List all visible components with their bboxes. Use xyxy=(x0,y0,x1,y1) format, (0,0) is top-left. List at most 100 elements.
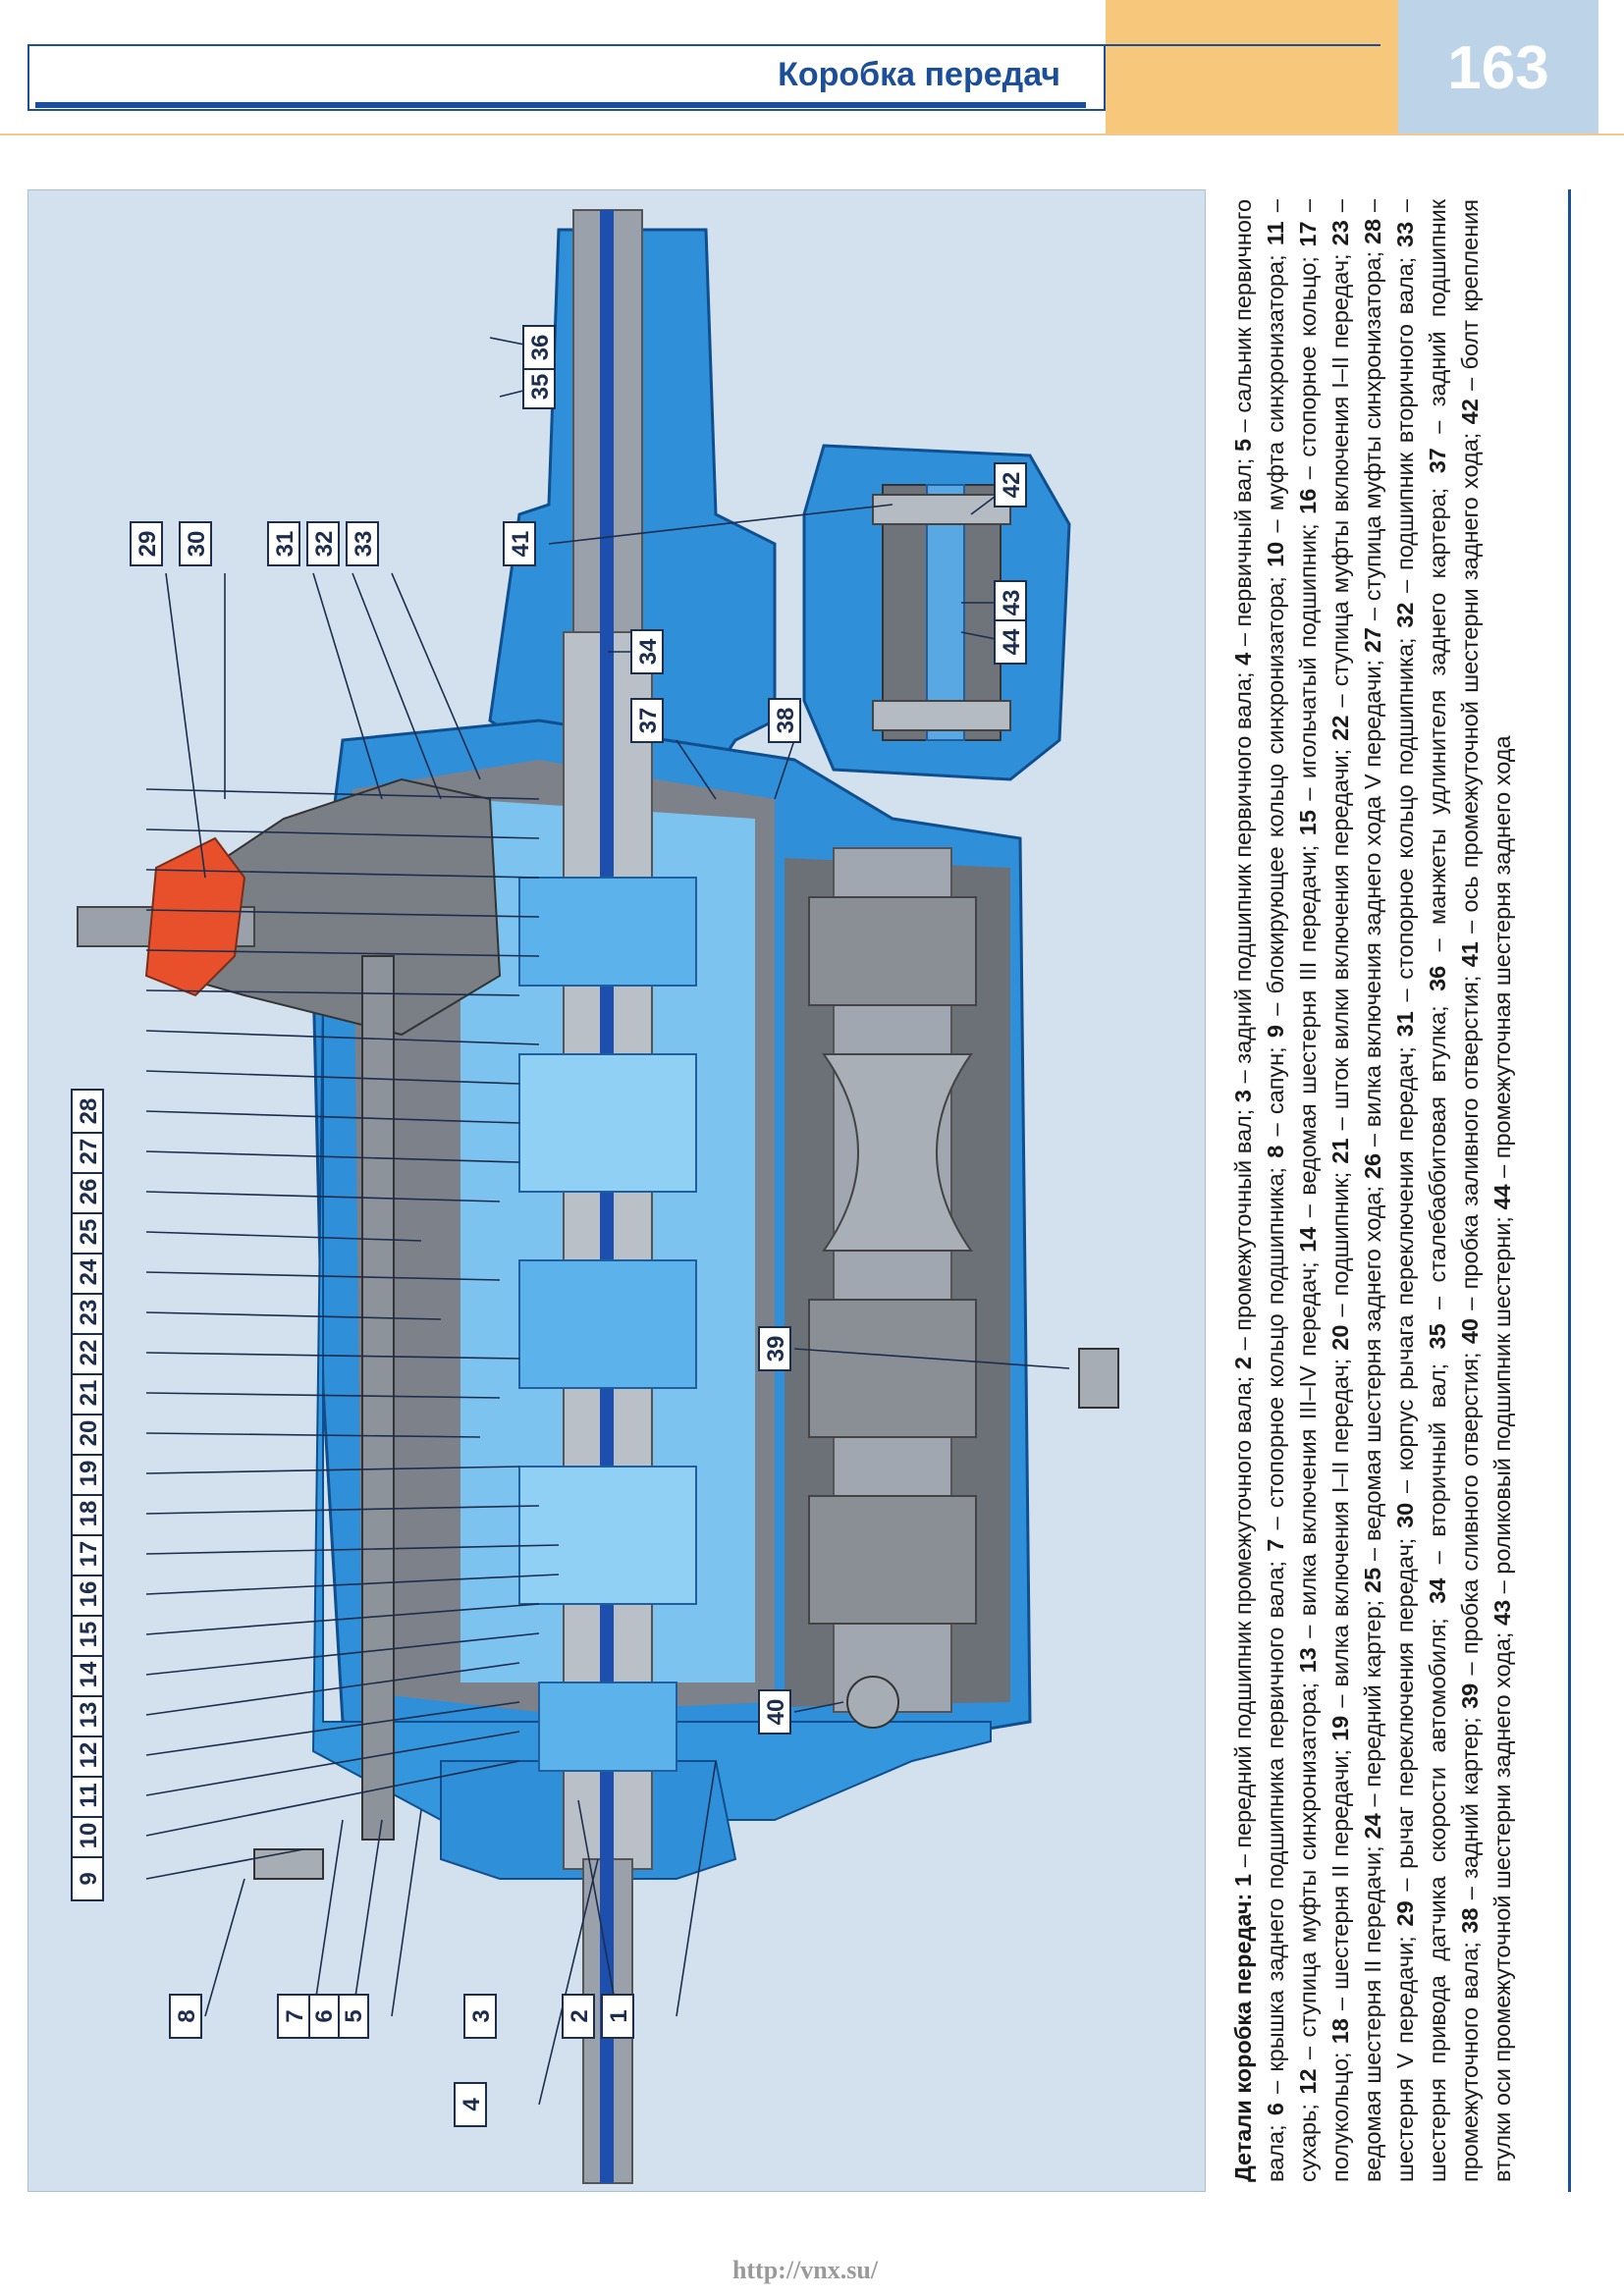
caption-part-38: 38 – задний картер; xyxy=(1457,1717,1483,1934)
callout-box xyxy=(601,1994,634,2039)
callout-number: 3 xyxy=(468,2009,495,2022)
caption-part-30: 30 – корпус рычага переключения передач; xyxy=(1392,1046,1418,1528)
callout-37: 37 xyxy=(630,698,664,743)
callout-38: 38 xyxy=(768,698,801,743)
callout-number: 14 xyxy=(76,1661,102,1687)
callout-number: 15 xyxy=(76,1622,102,1648)
caption-part-29: 29 – рычаг переключения передач; xyxy=(1392,1537,1418,1927)
callout-number: 40 xyxy=(763,1699,789,1726)
caption-part-text: ведомая шестерня заднего хода xyxy=(1360,1192,1385,1542)
callout-35: 35 xyxy=(522,364,556,409)
caption-part-text: задний картер xyxy=(1457,1723,1483,1879)
caption-part-number: 32 xyxy=(1392,602,1418,628)
callout-number: 19 xyxy=(76,1461,102,1487)
caption-part-text: ведомая шестерня III передачи xyxy=(1295,851,1321,1196)
caption-part-number: 3 xyxy=(1230,1090,1256,1103)
caption-part-number: 1 xyxy=(1230,1873,1256,1887)
caption-part-text: игольчатый подшипник xyxy=(1295,529,1321,779)
caption-part-text: блокирующее кольцо синхронизатора xyxy=(1263,582,1288,994)
callout-8: 8 xyxy=(169,1994,202,2039)
caption-part-27: 27 – ступица муфты синхронизатора; xyxy=(1360,250,1385,654)
main-shaft xyxy=(518,209,697,2184)
callout-number: 5 xyxy=(341,2009,367,2022)
caption-part-16: 16 – стопорное кольцо; xyxy=(1295,256,1321,514)
caption-part-34: 34 – вторичный вал; xyxy=(1425,1362,1450,1604)
callout-32: 32 xyxy=(306,521,340,566)
callout-number: 9 xyxy=(76,1872,102,1885)
callout-number: 2 xyxy=(567,2009,593,2022)
caption-part-number: 20 xyxy=(1327,1324,1353,1351)
caption-part-number: 24 xyxy=(1360,1813,1385,1840)
caption-part-20: 20 – подшипник; xyxy=(1327,1171,1353,1351)
caption-part-32: 32 – подшипник вторичного вала; xyxy=(1392,256,1418,628)
caption-part-22: 22 – ступица муфты включения I–II переда… xyxy=(1327,253,1353,741)
callout-number: 22 xyxy=(76,1340,102,1366)
caption-side-rule xyxy=(1568,189,1571,2192)
callout-23: 23 xyxy=(71,1290,104,1335)
caption-part-number: 44 xyxy=(1489,1184,1515,1210)
caption-part-text: пробка заливного отверстия xyxy=(1457,982,1483,1290)
caption-part-text: полукольцо xyxy=(1327,2057,1353,2182)
caption-column: Детали коробка передач: 1 – передний под… xyxy=(1216,189,1589,2192)
callout-number: 10 xyxy=(76,1823,102,1849)
callout-34: 34 xyxy=(630,629,664,674)
callout-20: 20 xyxy=(71,1411,104,1456)
callout-box xyxy=(71,1089,104,1134)
caption-part-text: ступица муфты включения I–II передач xyxy=(1327,260,1353,687)
callout-24: 24 xyxy=(71,1250,104,1295)
footer-url[interactable]: http://vnx.su/ xyxy=(731,2256,879,2284)
caption-part-7: 7 – стопорное кольцо подшипника; xyxy=(1263,1166,1288,1552)
callout-box xyxy=(306,521,340,566)
caption-part-text: передний подшипник промежуточного вала xyxy=(1230,1382,1256,1848)
callout-number: 26 xyxy=(76,1179,102,1205)
callout-number: 38 xyxy=(773,708,799,734)
caption-part-44: 44 – промежуточная шестерня заднего хода xyxy=(1489,735,1515,1210)
caption-part-number: 18 xyxy=(1327,2018,1353,2045)
callout-22: 22 xyxy=(71,1330,104,1375)
caption-part-text: сапун xyxy=(1263,1052,1288,1115)
drain-plug xyxy=(1078,1348,1119,1409)
caption-part-text: шток вилки включения передачи xyxy=(1327,755,1353,1110)
caption-part-18: 18 – шестерня II передачи; xyxy=(1327,1749,1353,2045)
callout-number: 34 xyxy=(635,638,662,665)
callout-box xyxy=(346,521,379,566)
leader-lines xyxy=(145,337,1070,2106)
reverse-idler-detail xyxy=(802,444,1071,781)
callout-number: 29 xyxy=(135,531,161,558)
callout-number: 44 xyxy=(999,628,1025,655)
countershaft xyxy=(808,847,977,1713)
caption-part-text: подшипник вторичного вала xyxy=(1392,263,1418,571)
caption-part-10: 10 – муфта синхронизатора; xyxy=(1263,254,1288,567)
callout-number: 30 xyxy=(184,531,210,558)
callout-number: 27 xyxy=(76,1139,102,1165)
caption-part-number: 9 xyxy=(1263,1025,1288,1039)
caption-part-text: стопорное кольцо подшипника xyxy=(1392,643,1418,980)
caption-part-number: 4 xyxy=(1230,652,1256,666)
callout-number: 39 xyxy=(763,1336,789,1362)
caption-part-number: 17 xyxy=(1295,221,1321,247)
caption-part-number: 15 xyxy=(1295,810,1321,836)
callout-number: 8 xyxy=(174,2009,200,2022)
page-number: 163 xyxy=(1447,34,1549,102)
caption-part-text: рычаг переключения передач xyxy=(1392,1544,1418,1869)
caption-part-text: ступица муфты синхронизатора xyxy=(1360,257,1385,602)
callout-11: 11 xyxy=(71,1773,104,1818)
header-top-rule xyxy=(1106,44,1380,46)
callout-box xyxy=(994,619,1027,665)
caption-part-15: 15 – игольчатый подшипник; xyxy=(1295,523,1321,836)
caption-part-number: 2 xyxy=(1230,1357,1256,1370)
callout-30: 30 xyxy=(179,521,212,566)
caption-part-number: 5 xyxy=(1230,438,1256,453)
caption-part-19: 19 – вилка включения I–II передач; xyxy=(1327,1358,1353,1741)
callout-36: 36 xyxy=(522,325,556,370)
caption-part-number: 27 xyxy=(1360,627,1385,654)
callout-26: 26 xyxy=(71,1169,104,1214)
callout-12: 12 xyxy=(71,1733,104,1778)
caption-part-text: вилка включения заднего хода V передачи xyxy=(1360,666,1385,1128)
callout-number: 41 xyxy=(508,531,534,558)
caption-part-number: 19 xyxy=(1327,1715,1353,1741)
caption-part-text: ось промежуточной шестерни заднего хода xyxy=(1457,439,1483,913)
shift-lever-housing xyxy=(77,777,502,1841)
caption-part-40: 40 – пробка заливного отверстия; xyxy=(1457,975,1483,1345)
caption-part-text: промежуточная шестерня заднего хода xyxy=(1489,735,1515,1159)
